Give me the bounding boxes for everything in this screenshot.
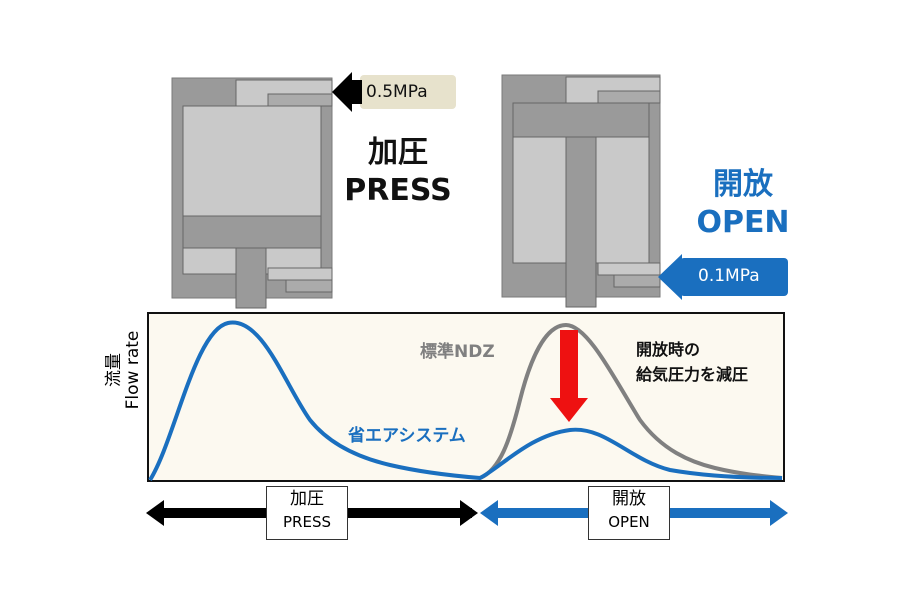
curve-standard (479, 322, 783, 480)
press-title-en: PRESS (344, 173, 452, 208)
curve-standard-label: 標準NDZ (420, 342, 495, 362)
y-axis-label-jp: 流量 (104, 353, 124, 387)
press-pressure-tag (332, 72, 456, 112)
press-phase-box: 加圧 PRESS (266, 486, 348, 540)
open-title-jp: 開放 (713, 167, 773, 202)
press-cylinder (171, 77, 333, 309)
open-phase-box: 開放 OPEN (588, 486, 670, 540)
press-title: 加圧 PRESS (330, 138, 466, 206)
press-phase-en: PRESS (283, 512, 331, 531)
reduction-arrow (550, 330, 588, 422)
curve-saving (148, 320, 783, 482)
annotation-line1: 開放時の (636, 340, 701, 359)
press-pressure-label: 0.5MPa (366, 82, 428, 102)
open-title: 開放 OPEN (675, 170, 811, 238)
open-cylinder (501, 74, 661, 308)
curve-saving-label: 省エアシステム (348, 426, 466, 446)
open-pressure-tag (658, 254, 788, 300)
open-phase-jp: 開放 (612, 489, 646, 509)
open-pressure-label: 0.1MPa (698, 266, 760, 286)
annotation-line2: 給気圧力を減圧 (636, 364, 749, 384)
y-axis-label-en: Flow rate (122, 330, 143, 410)
press-phase-jp: 加圧 (290, 489, 324, 509)
y-axis-label: 流量 Flow rate (104, 315, 165, 425)
press-title-jp: 加圧 (368, 135, 428, 170)
open-phase-en: OPEN (608, 512, 650, 531)
annotation: 開放時の 給気圧力を減圧 (636, 338, 748, 388)
open-title-en: OPEN (696, 205, 790, 240)
